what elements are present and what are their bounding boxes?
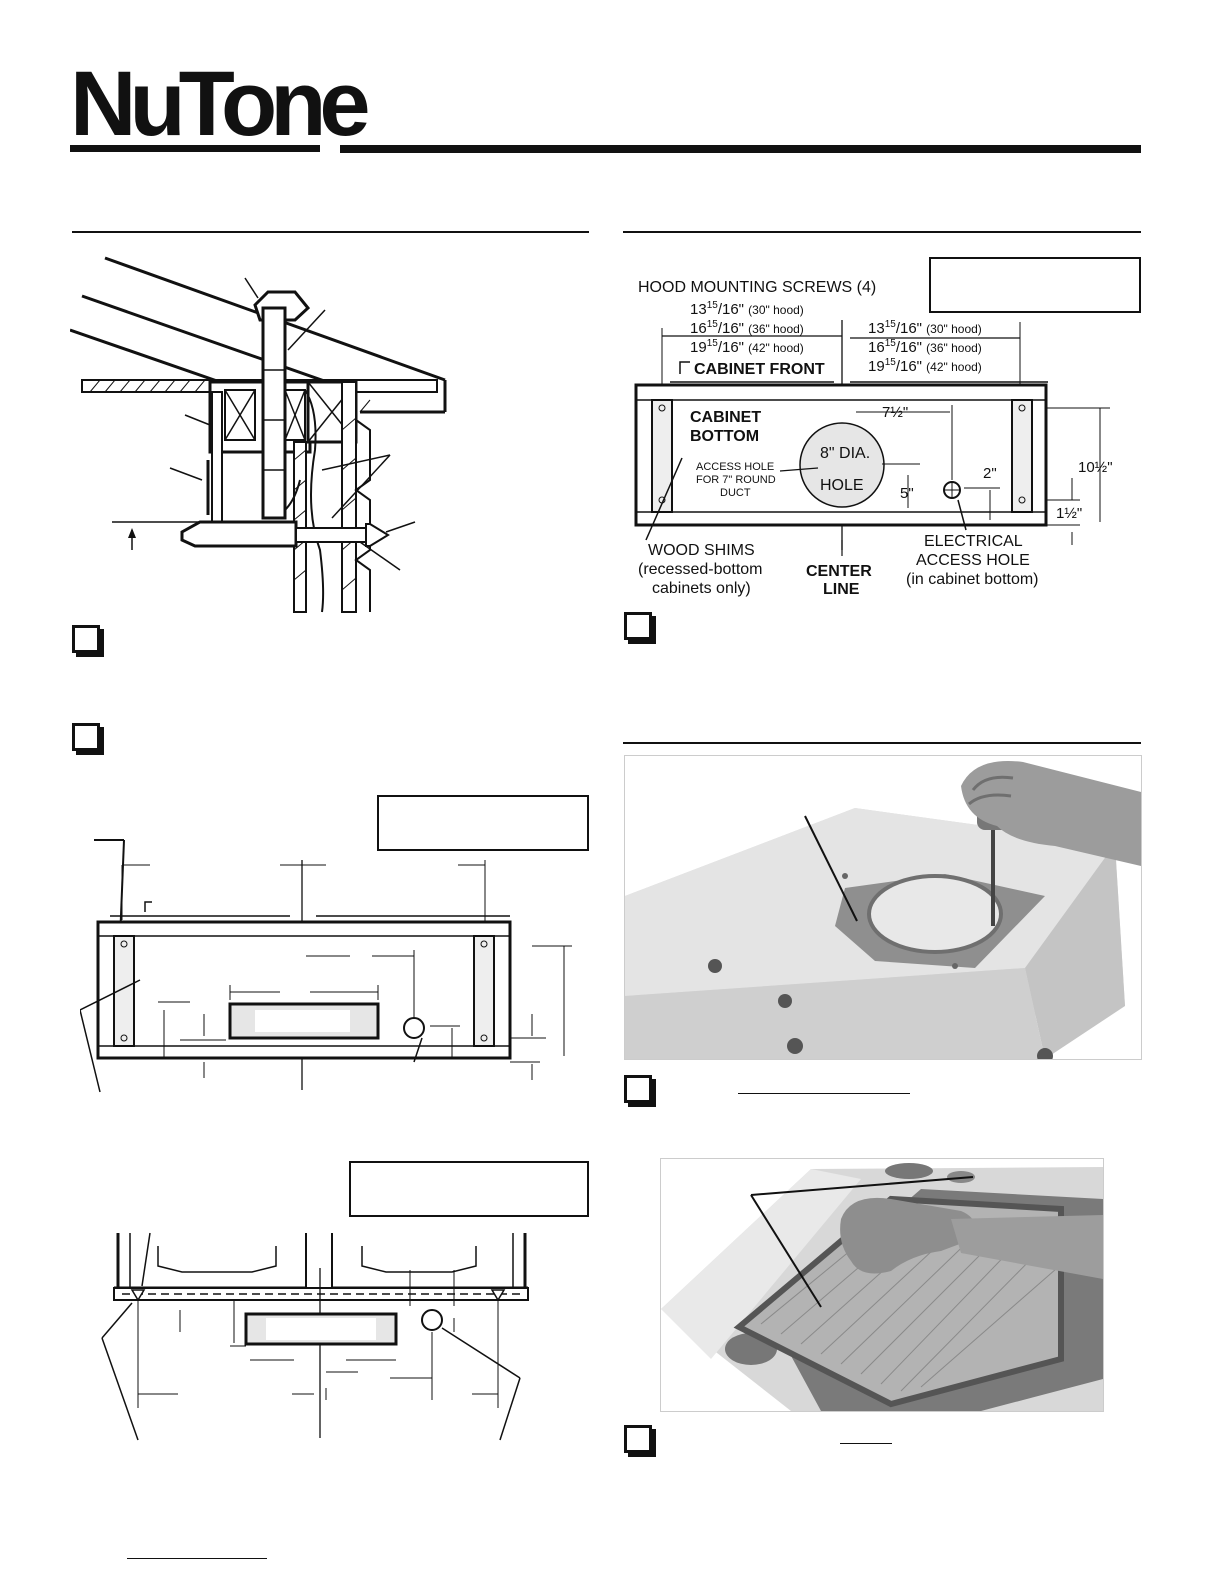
wood-shims-label-2: (recessed-bottom bbox=[638, 561, 763, 578]
dim-right-36: 1615/16" (36" hood) bbox=[868, 338, 982, 356]
wood-shims-label-1: WOOD SHIMS bbox=[648, 542, 755, 559]
underline-step-5 bbox=[840, 1443, 892, 1444]
step-checkbox-5[interactable] bbox=[624, 1425, 652, 1453]
electrical-label-1: ELECTRICAL bbox=[924, 533, 1023, 550]
ducting-installation-illustration bbox=[70, 256, 447, 613]
access-hole-label-3: DUCT bbox=[720, 487, 751, 499]
cabinet-bottom-label-2: BOTTOM bbox=[690, 428, 759, 445]
step-checkbox-1[interactable] bbox=[72, 625, 100, 653]
dim-2: 2" bbox=[983, 465, 997, 482]
round-duct-cabinet-diagram: HOOD MOUNTING SCREWS (4) 1315/16" (30" h… bbox=[634, 257, 1141, 598]
center-line-label-2: LINE bbox=[823, 581, 860, 598]
cabinet-front-label: CABINET FRONT bbox=[694, 361, 825, 378]
access-hole-label-1: ACCESS HOLE bbox=[696, 461, 774, 473]
hood-top-screwdriver-photo bbox=[624, 755, 1142, 1060]
wood-shims-label-3: cabinets only) bbox=[652, 580, 751, 597]
dim-left-30: 1315/16" (30" hood) bbox=[690, 300, 804, 318]
step-checkbox-3[interactable] bbox=[624, 612, 652, 640]
section-rule-right-lower bbox=[623, 742, 1141, 744]
step-checkbox-4[interactable] bbox=[624, 1075, 652, 1103]
dim-10-5: 10½" bbox=[1078, 459, 1113, 476]
nutone-logo: NuTone bbox=[70, 53, 371, 155]
dim-5: 5" bbox=[900, 485, 914, 502]
cabinet-bottom-label-1: CABINET bbox=[690, 409, 761, 426]
underline-step-4 bbox=[738, 1093, 910, 1094]
dim-right-30: 1315/16" (30" hood) bbox=[868, 319, 982, 337]
access-hole-label-2: FOR 7" ROUND bbox=[696, 474, 776, 486]
section-rule-left bbox=[72, 231, 589, 233]
header-rule bbox=[340, 145, 1141, 153]
grease-filter-photo bbox=[660, 1158, 1104, 1412]
dim-left-36: 1615/16" (36" hood) bbox=[690, 319, 804, 337]
electrical-label-2: ACCESS HOLE bbox=[916, 552, 1030, 569]
dim-1-5: 1½" bbox=[1056, 505, 1082, 522]
step-checkbox-2[interactable] bbox=[72, 723, 100, 751]
rectangular-duct-cabinet-diagram bbox=[80, 839, 572, 1093]
center-line-label-1: CENTER bbox=[806, 563, 872, 580]
dim-left-42: 1915/16" (42" hood) bbox=[690, 338, 804, 356]
hole-size-label: 8" DIA. bbox=[820, 445, 870, 462]
footer-underline bbox=[127, 1558, 267, 1559]
figure-label-box-left-middle bbox=[377, 795, 589, 851]
dim-right-42: 1915/16" (42" hood) bbox=[868, 357, 982, 375]
hole-label: HOLE bbox=[820, 477, 864, 494]
logo-underline bbox=[70, 145, 320, 152]
section-rule-right bbox=[623, 231, 1141, 233]
figure-label-box-left-bottom bbox=[349, 1161, 589, 1217]
flush-cabinet-duct-diagram bbox=[101, 1232, 529, 1441]
dim-7-5: 7½" bbox=[882, 404, 908, 421]
hood-mounting-screws-label: HOOD MOUNTING SCREWS (4) bbox=[638, 279, 876, 296]
figure-label-box-top-right bbox=[929, 257, 1141, 313]
round-duct-hole bbox=[799, 422, 885, 508]
electrical-label-3: (in cabinet bottom) bbox=[906, 571, 1039, 588]
